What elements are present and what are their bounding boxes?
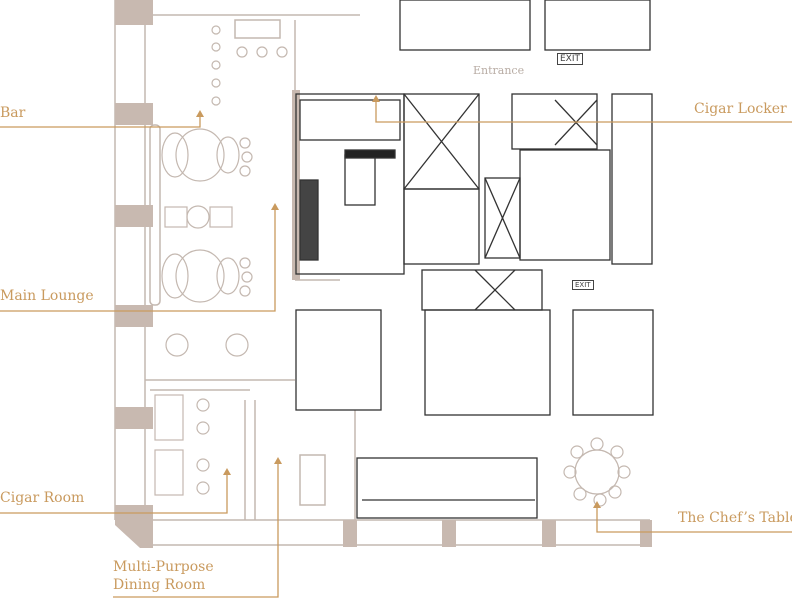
kitchen-and-restrooms bbox=[295, 0, 654, 519]
chefs-table-label: The Chef’s Table bbox=[678, 510, 792, 526]
exit-sign: EXIT bbox=[557, 53, 584, 65]
multi-purpose-label-line1: Multi-Purpose bbox=[113, 559, 214, 575]
lounge-furniture bbox=[154, 25, 631, 507]
multi-purpose-label-line2: Dining Room bbox=[113, 577, 206, 593]
leader-lines bbox=[0, 100, 792, 598]
cigar-room-leader bbox=[0, 473, 228, 514]
cigar-room-label: Cigar Room bbox=[0, 490, 85, 506]
bar-label: Bar bbox=[0, 105, 26, 121]
cigar-locker-label: Cigar Locker bbox=[694, 101, 787, 117]
arrow-up-icon bbox=[372, 95, 380, 102]
bar-leader bbox=[0, 115, 201, 128]
arrow-up-icon bbox=[196, 110, 204, 117]
arrow-up-icon bbox=[223, 468, 231, 475]
main-lounge-label: Main Lounge bbox=[0, 288, 94, 304]
lounge-walls bbox=[114, 0, 650, 546]
arrow-up-icon bbox=[271, 203, 279, 210]
multi-purpose-leader bbox=[113, 462, 279, 598]
exit-sign: EXIT bbox=[572, 280, 594, 290]
chefs-table-leader bbox=[596, 506, 792, 533]
main-lounge-leader bbox=[0, 208, 276, 312]
entrance-label: Entrance bbox=[473, 64, 525, 77]
cigar-locker-leader bbox=[375, 100, 792, 123]
leader-arrows bbox=[196, 95, 601, 508]
arrow-up-icon bbox=[593, 501, 601, 508]
arrow-up-icon bbox=[274, 457, 282, 464]
